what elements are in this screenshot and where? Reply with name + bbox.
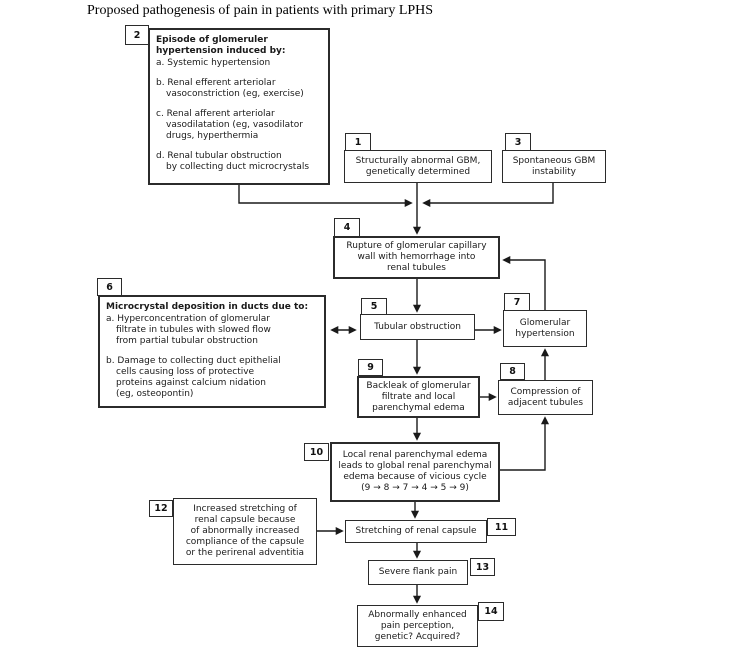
arrow-2-to-merge: [238, 185, 413, 208]
diagram-title: Proposed pathogenesis of pain in patient…: [87, 3, 434, 18]
arrow-3-to-merge: [422, 183, 554, 208]
box-7: Glomerular hypertension: [503, 310, 587, 347]
box-14-number: 14: [478, 602, 504, 621]
box-11: Stretching of renal capsule: [345, 520, 487, 543]
box-11-number: 11: [487, 518, 516, 536]
box-4-number: 4: [334, 218, 360, 237]
box-9-number: 9: [358, 359, 383, 376]
box-13: Severe flank pain: [368, 560, 468, 585]
box-3-number: 3: [505, 133, 531, 151]
box-3: Spontaneous GBM instability: [502, 150, 606, 183]
box-2-item-d: d. Renal tubular obstruction by collecti…: [156, 151, 310, 172]
box-1: Structurally abnormal GBM, genetically d…: [344, 150, 492, 183]
box-9: Backleak of glomerular filtrate and loca…: [357, 376, 480, 418]
box-6: Microcrystal deposition in ducts due to:…: [98, 295, 326, 408]
arrow-10-to-8-feedback: [500, 416, 550, 471]
box-8: Compression of adjacent tubules: [498, 380, 593, 415]
box-1-number: 1: [345, 133, 371, 151]
box-2-heading: Episode of glomeruler hypertension induc…: [156, 35, 286, 56]
box-8-number: 8: [500, 363, 525, 380]
box-13-number: 13: [470, 558, 495, 576]
box-12-number: 12: [149, 500, 173, 517]
box-14: Abnormally enhanced pain perception, gen…: [357, 605, 478, 647]
box-2: Episode of glomeruler hypertension induc…: [148, 28, 330, 185]
box-6-item-b: b. Damage to collecting duct epithelial …: [106, 356, 281, 399]
box-6-item-a: a. Hyperconcentration of glomerular filt…: [106, 314, 271, 346]
box-6-number: 6: [97, 278, 122, 296]
box-12: Increased stretching of renal capsule be…: [173, 498, 317, 565]
box-7-number: 7: [504, 293, 530, 311]
box-4: Rupture of glomerular capillary wall wit…: [333, 236, 500, 279]
box-2-item-c: c. Renal afferent arteriolar vasodilatat…: [156, 109, 303, 141]
box-6-heading: Microcrystal deposition in ducts due to:: [106, 302, 309, 312]
arrow-7-to-4-feedback: [502, 255, 546, 310]
box-5: Tubular obstruction: [360, 314, 475, 340]
box-10-number: 10: [304, 443, 329, 461]
box-2-item-b: b. Renal efferent arteriolar vasoconstri…: [156, 78, 304, 99]
box-5-number: 5: [361, 298, 387, 315]
box-10: Local renal parenchymal edema leads to g…: [330, 442, 500, 502]
box-2-number: 2: [125, 25, 149, 45]
box-2-item-a: a. Systemic hypertension: [156, 58, 271, 68]
